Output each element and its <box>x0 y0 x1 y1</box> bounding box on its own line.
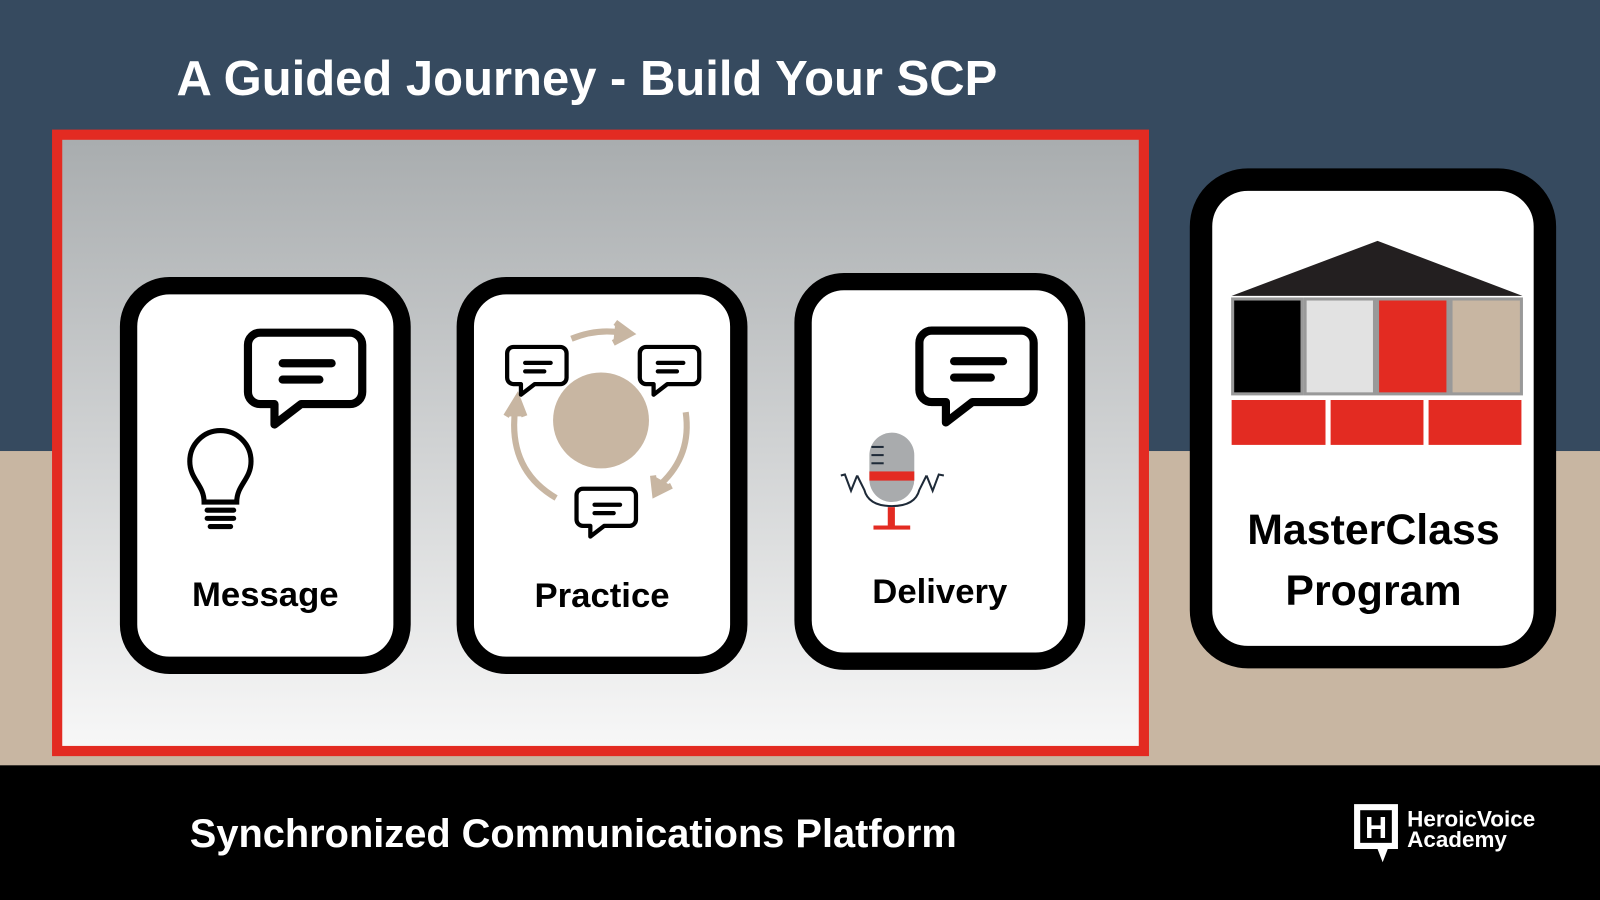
cycle-arrows-icon <box>503 319 690 501</box>
card-label: Message <box>192 576 339 614</box>
house-blocks-icon <box>1231 240 1523 445</box>
card-label: Delivery <box>872 573 1008 611</box>
card-label: Practice <box>535 577 670 615</box>
masterclass-line2: Program <box>1285 567 1461 615</box>
center-circle-icon <box>553 372 649 469</box>
footer-bar <box>0 765 1600 900</box>
logo-line1: HeroicVoice <box>1407 807 1535 832</box>
card-practice[interactable]: Practice <box>456 277 748 674</box>
lightbulb-icon <box>187 428 254 530</box>
logo-line2: Academy <box>1407 827 1507 852</box>
card-delivery[interactable]: Delivery <box>794 272 1086 670</box>
svg-text:H: H <box>1365 811 1387 845</box>
card-message[interactable]: Message <box>119 277 411 674</box>
heroicvoice-logo: H HeroicVoice Academy <box>1354 804 1535 863</box>
masterclass-line1: MasterClass <box>1247 506 1499 554</box>
slide-title: A Guided Journey - Build Your SCP <box>177 52 998 106</box>
card-masterclass[interactable]: MasterClass Program <box>1189 168 1557 669</box>
microphone-icon <box>840 432 945 530</box>
footer-text: Synchronized Communications Platform <box>190 812 957 856</box>
